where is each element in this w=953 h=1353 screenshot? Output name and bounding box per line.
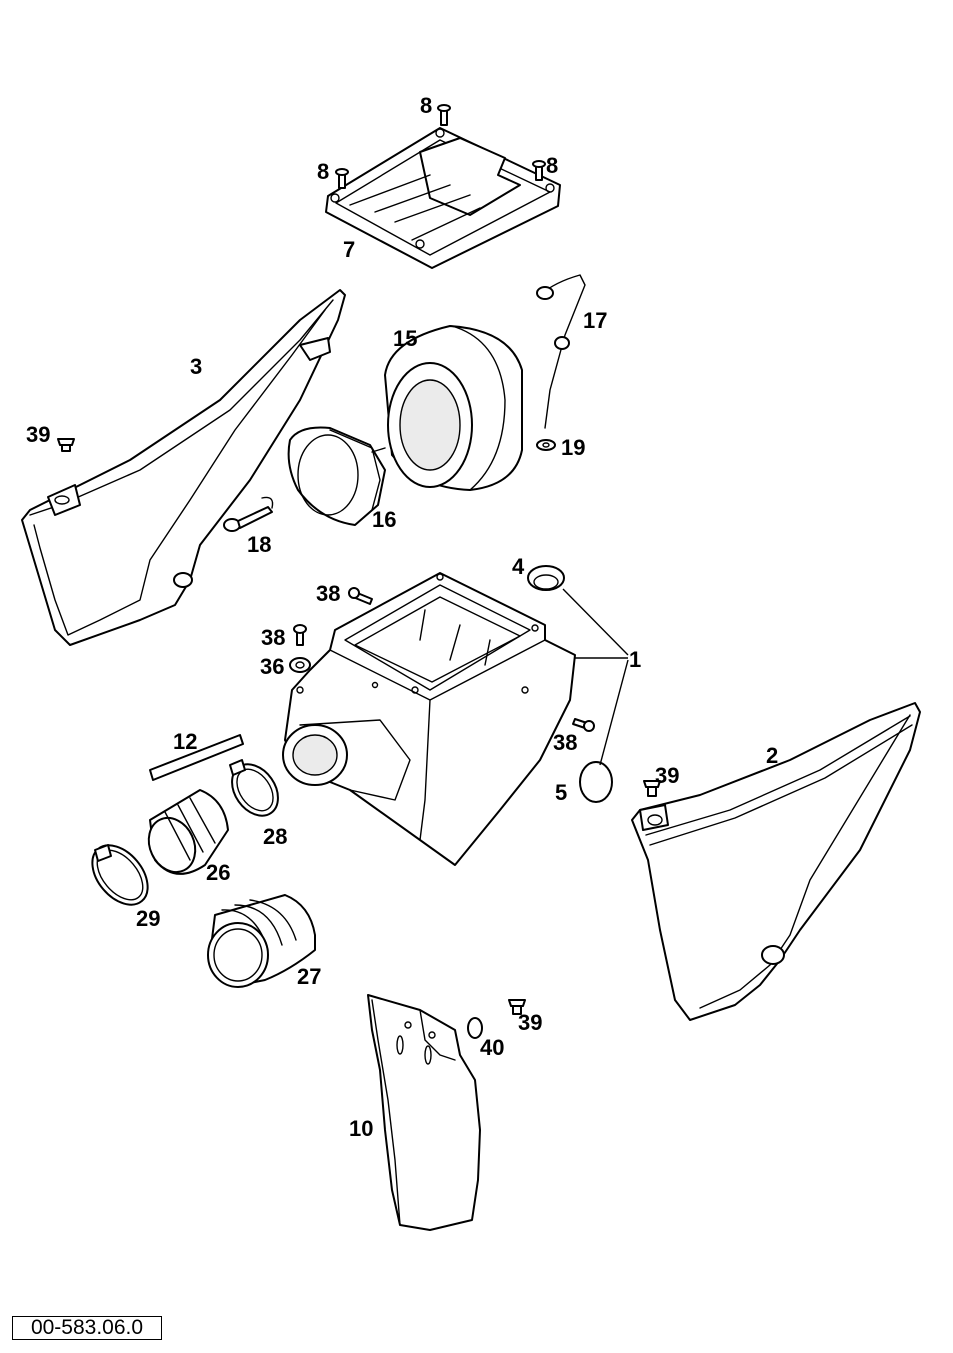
callout-10: 10 — [349, 1116, 373, 1141]
callout-26: 26 — [206, 860, 230, 885]
part-27-rubber-boot — [207, 894, 316, 988]
callout-28: 28 — [263, 824, 287, 849]
callout-18: 18 — [247, 532, 271, 557]
callout-15: 15 — [393, 326, 417, 351]
part-17-retaining-rod — [536, 274, 586, 429]
callout-38-top: 38 — [316, 581, 340, 606]
callout-38-left: 38 — [261, 625, 285, 650]
callout-12: 12 — [173, 729, 197, 754]
part-36-washer — [289, 657, 311, 673]
part-16-filter-holder — [287, 426, 386, 526]
callout-16: 16 — [372, 507, 396, 532]
part-19-washer — [536, 439, 556, 451]
callout-3: 3 — [190, 354, 202, 379]
callout-39-right: 39 — [655, 763, 679, 788]
part-4-plug — [527, 565, 565, 591]
part-18-pin — [223, 496, 274, 532]
part-5-cap — [579, 761, 613, 803]
part-15-air-filter — [384, 325, 523, 491]
callout-39-left: 39 — [26, 422, 50, 447]
part-7-airbox-cover — [325, 127, 561, 269]
part-2-right-side-panel — [631, 702, 921, 1021]
part-8-screws — [335, 104, 546, 189]
part-28-hose-clamp — [229, 759, 279, 817]
part-39-screws — [57, 438, 661, 1015]
part-26-intake-sleeve — [147, 789, 229, 875]
callout-8-right: 8 — [546, 153, 558, 178]
callout-27: 27 — [297, 964, 321, 989]
callout-36: 36 — [260, 654, 284, 679]
callout-39-bottom: 39 — [518, 1010, 542, 1035]
part-40-washer — [467, 1017, 483, 1039]
callout-38-right: 38 — [553, 730, 577, 755]
part-29-hose-clamp — [91, 844, 149, 906]
callout-40: 40 — [480, 1035, 504, 1060]
part-38-screws — [293, 587, 595, 732]
diagram-reference-code: 00-583.06.0 — [12, 1316, 162, 1340]
leader-lines — [562, 588, 629, 766]
callout-29: 29 — [136, 906, 160, 931]
callout-5: 5 — [555, 780, 567, 805]
callout-7: 7 — [343, 237, 355, 262]
callout-4: 4 — [512, 554, 525, 579]
part-10-mud-flap — [367, 994, 481, 1231]
callout-2: 2 — [766, 743, 778, 768]
callout-19: 19 — [561, 435, 585, 460]
part-3-left-side-panel — [21, 289, 346, 646]
callout-1: 1 — [629, 647, 641, 672]
callout-17: 17 — [583, 308, 607, 333]
callout-8-left: 8 — [317, 159, 329, 184]
part-12-strip — [149, 734, 244, 781]
callout-labels: 1 2 3 4 5 7 8 8 8 10 12 15 16 17 18 19 2… — [26, 93, 778, 1141]
callout-8-top: 8 — [420, 93, 432, 118]
part-1-airbox — [282, 572, 576, 866]
